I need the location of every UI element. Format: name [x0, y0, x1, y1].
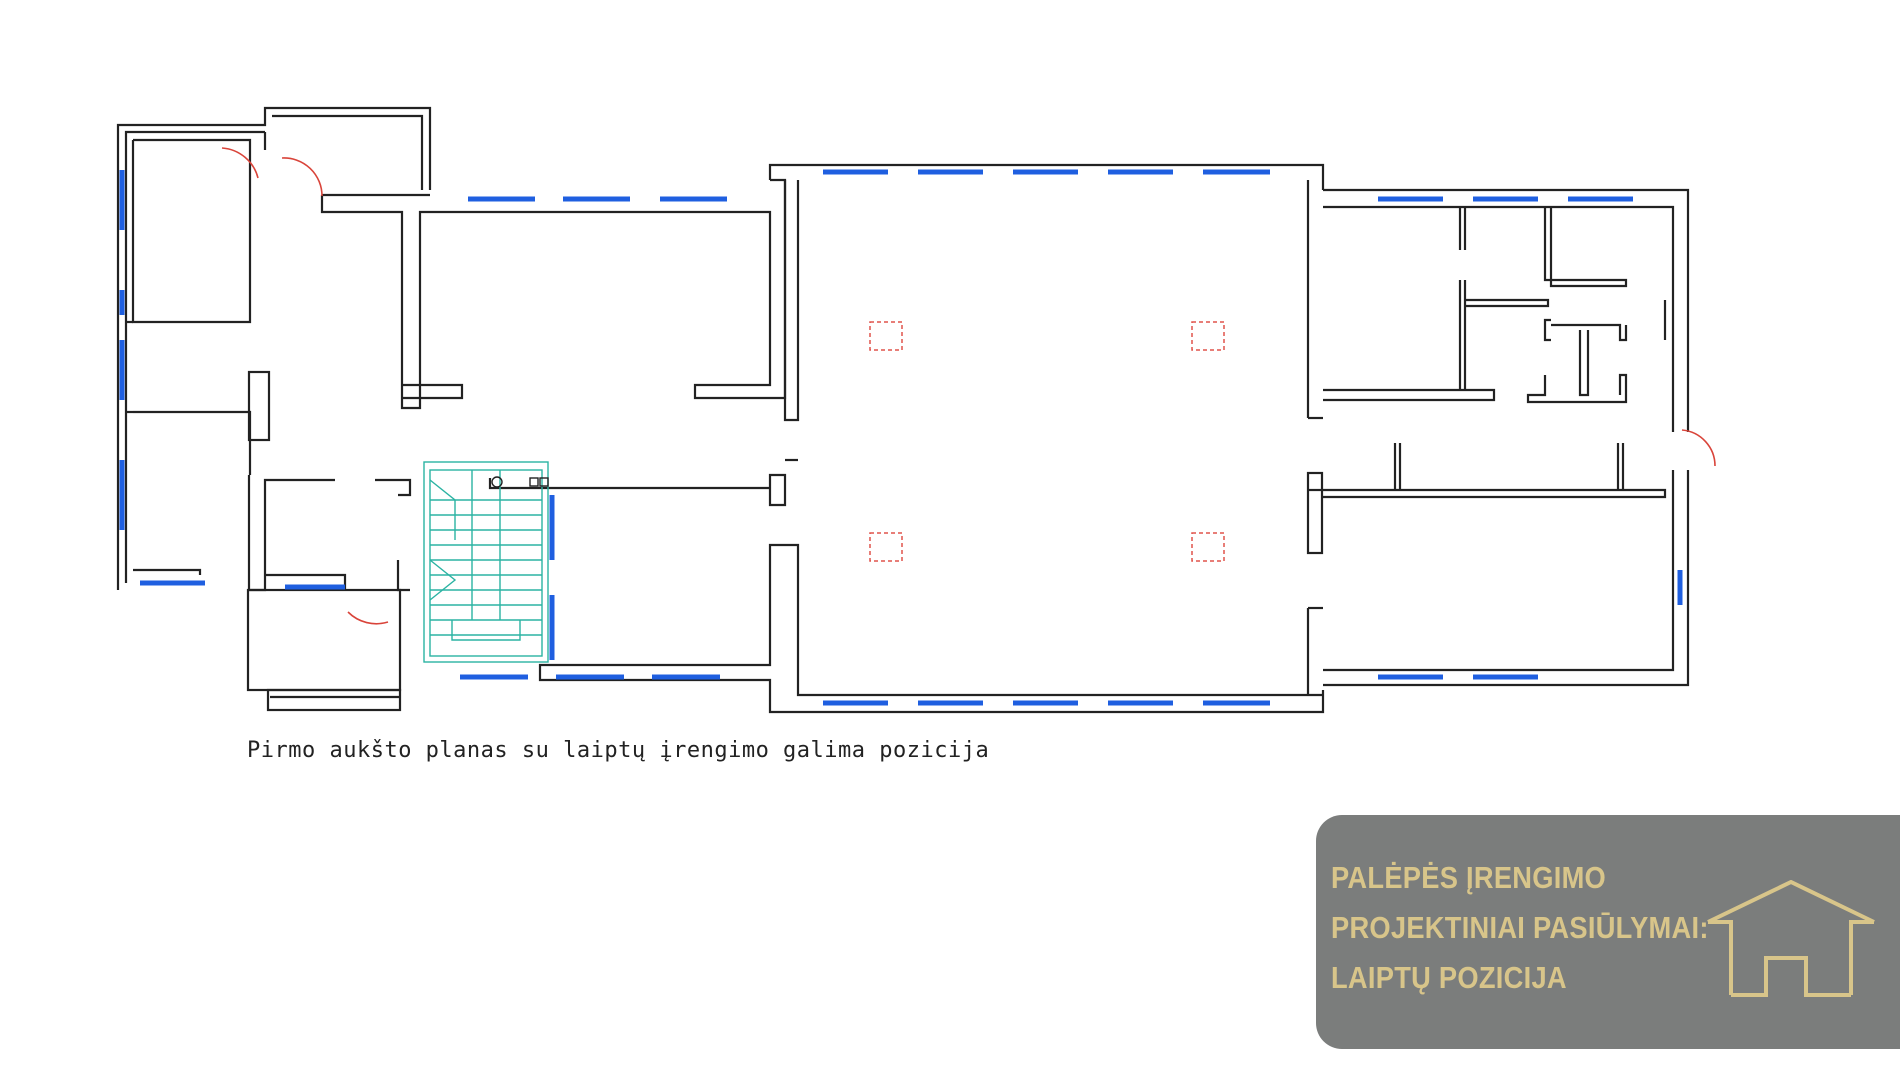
badge-line-2: PROJEKTINIAI PASIŪLYMAI: — [1331, 910, 1709, 945]
title-badge: PALĖPĖS ĮRENGIMO PROJEKTINIAI PASIŪLYMAI… — [1316, 815, 1900, 1049]
badge-line-3: LAIPTŲ POZICIJA — [1331, 960, 1567, 995]
fixtures — [491, 476, 549, 488]
windows — [119, 169, 1683, 706]
doors — [221, 147, 1716, 625]
house-outline-icon — [1707, 880, 1875, 997]
stair — [423, 461, 549, 663]
plan-caption: Pirmo aukšto planas su laiptų įrengimo g… — [247, 738, 990, 763]
columns — [869, 321, 1225, 562]
walls — [116, 106, 1690, 714]
outer-wall-left — [116, 106, 432, 590]
badge-line-1: PALĖPĖS ĮRENGIMO — [1331, 860, 1607, 895]
